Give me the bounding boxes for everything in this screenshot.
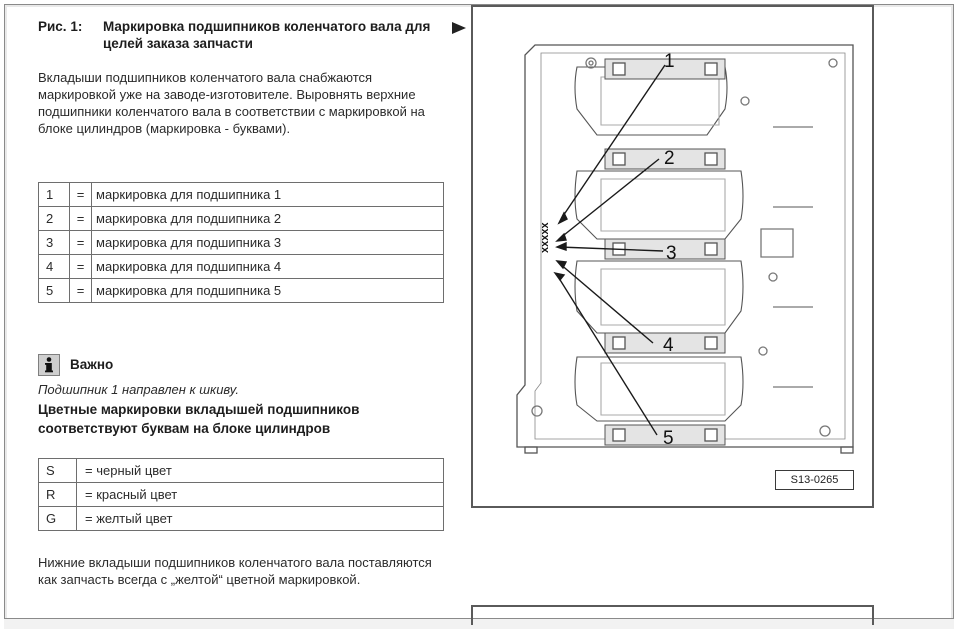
- color-key: G: [38, 506, 77, 531]
- footer-paragraph: Нижние вкладыши подшипников коленчатого …: [38, 555, 432, 587]
- color-name: красный цвет: [96, 487, 178, 502]
- legend-eq: =: [69, 230, 92, 255]
- callout-3: 3: [666, 243, 677, 264]
- legend-value: маркировка для подшипника 5: [91, 278, 444, 303]
- figure-box: xxxxx 1 2 3 4 5: [471, 5, 874, 508]
- block-letter-marks: xxxxx: [539, 222, 551, 253]
- callout-leaders: [553, 64, 666, 436]
- color-name: черный цвет: [96, 463, 172, 478]
- color-eq: =: [85, 463, 93, 478]
- legend-eq: =: [69, 182, 92, 207]
- color-eq: =: [85, 511, 93, 526]
- figure-number: Рис. 1:: [38, 19, 83, 34]
- main-bearing-caps: [604, 58, 726, 446]
- cap-bolt-holes: [612, 62, 718, 442]
- table-row: 4 = маркировка для подшипника 4: [38, 254, 444, 279]
- table-row: S = черный цвет: [38, 458, 444, 483]
- color-eq: =: [85, 487, 93, 502]
- callout-1: 1: [664, 51, 675, 72]
- note-title: Важно: [70, 357, 114, 372]
- legend-value: маркировка для подшипника 3: [91, 230, 444, 255]
- text-column: Рис. 1: Маркировка подшипников коленчато…: [38, 18, 448, 587]
- engine-block-drawing: xxxxx 1 2 3 4 5: [516, 44, 854, 454]
- table-row: 5 = маркировка для подшипника 5: [38, 278, 444, 303]
- colors-heading: Цветные маркировки вкладышей подшипников…: [38, 402, 360, 436]
- color-value: = желтый цвет: [76, 506, 444, 531]
- bearing-bay-4: [574, 356, 744, 422]
- block-ports: [531, 57, 838, 437]
- color-value: = красный цвет: [76, 482, 444, 507]
- legend-value: маркировка для подшипника 2: [91, 206, 444, 231]
- figure-code-label: S13-0265: [775, 470, 854, 490]
- page-bottom-strip: [4, 618, 954, 629]
- legend-value: маркировка для подшипника 1: [91, 182, 444, 207]
- callout-4: 4: [663, 335, 674, 356]
- info-icon-glyph: [45, 357, 53, 373]
- callout-2: 2: [664, 148, 675, 169]
- legend-key: 2: [38, 206, 70, 231]
- legend-key: 4: [38, 254, 70, 279]
- colors-table: S = черный цвет R = красный цвет G = жел…: [38, 458, 444, 531]
- legend-key: 5: [38, 278, 70, 303]
- block-inner-outline: [534, 52, 846, 440]
- table-row: 3 = маркировка для подшипника 3: [38, 230, 444, 255]
- legend-value: маркировка для подшипника 4: [91, 254, 444, 279]
- figure-caption: Рис. 1: Маркировка подшипников коленчато…: [38, 18, 448, 54]
- bearing-bay-2: [574, 170, 744, 240]
- block-outline: [516, 44, 854, 448]
- intro-paragraph: Вкладыши подшипников коленчатого вала сн…: [38, 70, 425, 136]
- next-figure-box: [471, 605, 874, 625]
- table-row: 1 = маркировка для подшипника 1: [38, 182, 444, 207]
- color-key: S: [38, 458, 77, 483]
- legend-eq: =: [69, 278, 92, 303]
- note-text: Подшипник 1 направлен к шкиву.: [38, 382, 240, 397]
- pointer-arrow-icon: [452, 22, 466, 34]
- bearing-bay-3: [574, 260, 744, 334]
- info-icon: [38, 354, 60, 376]
- color-key: R: [38, 482, 77, 507]
- callout-5: 5: [663, 428, 674, 449]
- color-value: = черный цвет: [76, 458, 444, 483]
- table-row: 2 = маркировка для подшипника 2: [38, 206, 444, 231]
- table-row: R = красный цвет: [38, 482, 444, 507]
- legend-key: 3: [38, 230, 70, 255]
- table-row: G = желтый цвет: [38, 506, 444, 531]
- legend-eq: =: [69, 254, 92, 279]
- legend-key: 1: [38, 182, 70, 207]
- color-name: желтый цвет: [96, 511, 173, 526]
- legend-eq: =: [69, 206, 92, 231]
- figure-title: Маркировка подшипников коленчатого вала …: [103, 19, 431, 51]
- legend-table: 1 = маркировка для подшипника 1 2 = марк…: [38, 182, 444, 303]
